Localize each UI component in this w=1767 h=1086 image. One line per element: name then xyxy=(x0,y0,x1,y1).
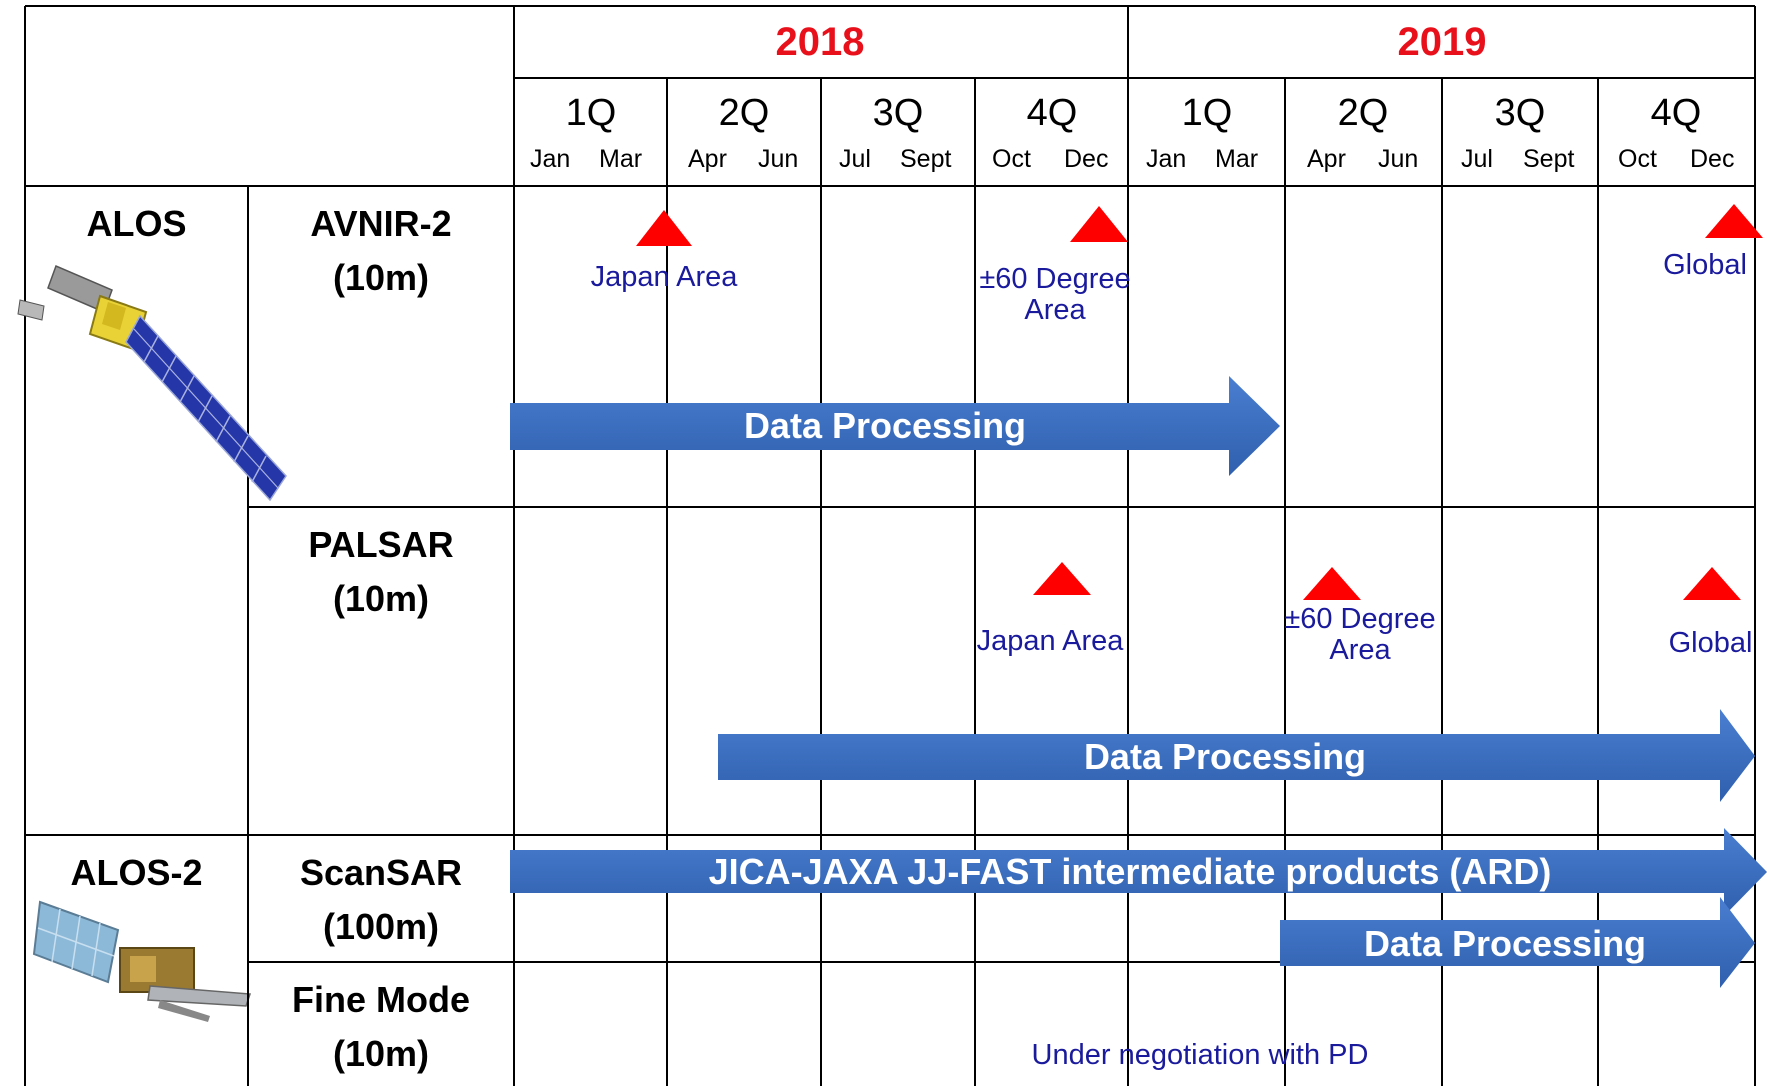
quarter-label: 1Q xyxy=(565,92,617,134)
quarter-label: 2Q xyxy=(718,92,770,134)
month-start: Jan xyxy=(530,145,571,173)
scansar-processing-arrow xyxy=(1280,897,1755,988)
month-start: Jul xyxy=(839,145,871,173)
year-2018: 2018 xyxy=(775,20,865,64)
sensor-resolution-fine: (10m) xyxy=(332,1033,430,1074)
month-start: Apr xyxy=(1307,145,1346,173)
month-start: Apr xyxy=(688,145,727,173)
month-end: Mar xyxy=(599,145,643,173)
quarter-label: 1Q xyxy=(1181,92,1233,134)
scansar-processing-label: Data Processing xyxy=(1363,923,1647,964)
milestone-label: ±60 Degree Area xyxy=(1284,603,1436,666)
sensor-resolution-avnir: (10m) xyxy=(332,257,430,298)
scansar-ard-arrow xyxy=(510,828,1767,916)
sensor-resolution-palsar: (10m) xyxy=(332,578,430,619)
palsar-processing-arrow xyxy=(718,709,1755,802)
scansar-ard-label: JICA-JAXA JJ-FAST intermediate products … xyxy=(708,851,1552,892)
sensor-resolution-scansar: (100m) xyxy=(322,906,440,947)
month-end: Sept xyxy=(1523,145,1575,173)
sensor-name-palsar: PALSAR xyxy=(308,524,454,565)
month-end: Jun xyxy=(1378,145,1419,173)
quarter-label: 4Q xyxy=(1026,92,1078,134)
palsar-processing-label: Data Processing xyxy=(1083,736,1367,777)
month-start: Jul xyxy=(1461,145,1493,173)
quarter-label: 3Q xyxy=(872,92,924,134)
month-start: Oct xyxy=(1618,145,1657,173)
timeline-arrows xyxy=(510,376,1767,988)
quarter-label: 3Q xyxy=(1494,92,1546,134)
fine-mode-note: Under negotiation with PD xyxy=(1031,1039,1369,1071)
sensor-name-fine: Fine Mode xyxy=(292,979,470,1020)
month-start: Jan xyxy=(1146,145,1187,173)
milestone-label: Global xyxy=(1663,249,1747,281)
milestone-markers xyxy=(636,204,1763,600)
avnir-processing-label: Data Processing xyxy=(743,405,1027,446)
milestone-label: ±60 Degree Area xyxy=(979,263,1131,326)
year-2019: 2019 xyxy=(1397,20,1487,64)
month-start: Oct xyxy=(992,145,1031,173)
sensor-name-avnir: AVNIR-2 xyxy=(310,203,452,244)
milestone-label: Japan Area xyxy=(976,625,1124,657)
month-end: Dec xyxy=(1064,145,1109,173)
sensor-name-scansar: ScanSAR xyxy=(299,852,463,893)
alos2-satellite-image xyxy=(32,900,252,1022)
avnir-processing-arrow xyxy=(510,376,1280,476)
quarter-label: 4Q xyxy=(1650,92,1702,134)
milestone-label: Japan Area xyxy=(590,261,738,293)
satellite-label-alos2: ALOS-2 xyxy=(70,852,203,893)
month-end: Dec xyxy=(1690,145,1735,173)
alos-satellite-image xyxy=(17,264,287,502)
milestone-label: Global xyxy=(1668,627,1753,659)
quarter-label: 2Q xyxy=(1337,92,1389,134)
month-end: Mar xyxy=(1215,145,1259,173)
month-end: Jun xyxy=(758,145,799,173)
satellite-label-alos: ALOS xyxy=(86,203,187,244)
month-end: Sept xyxy=(900,145,952,173)
